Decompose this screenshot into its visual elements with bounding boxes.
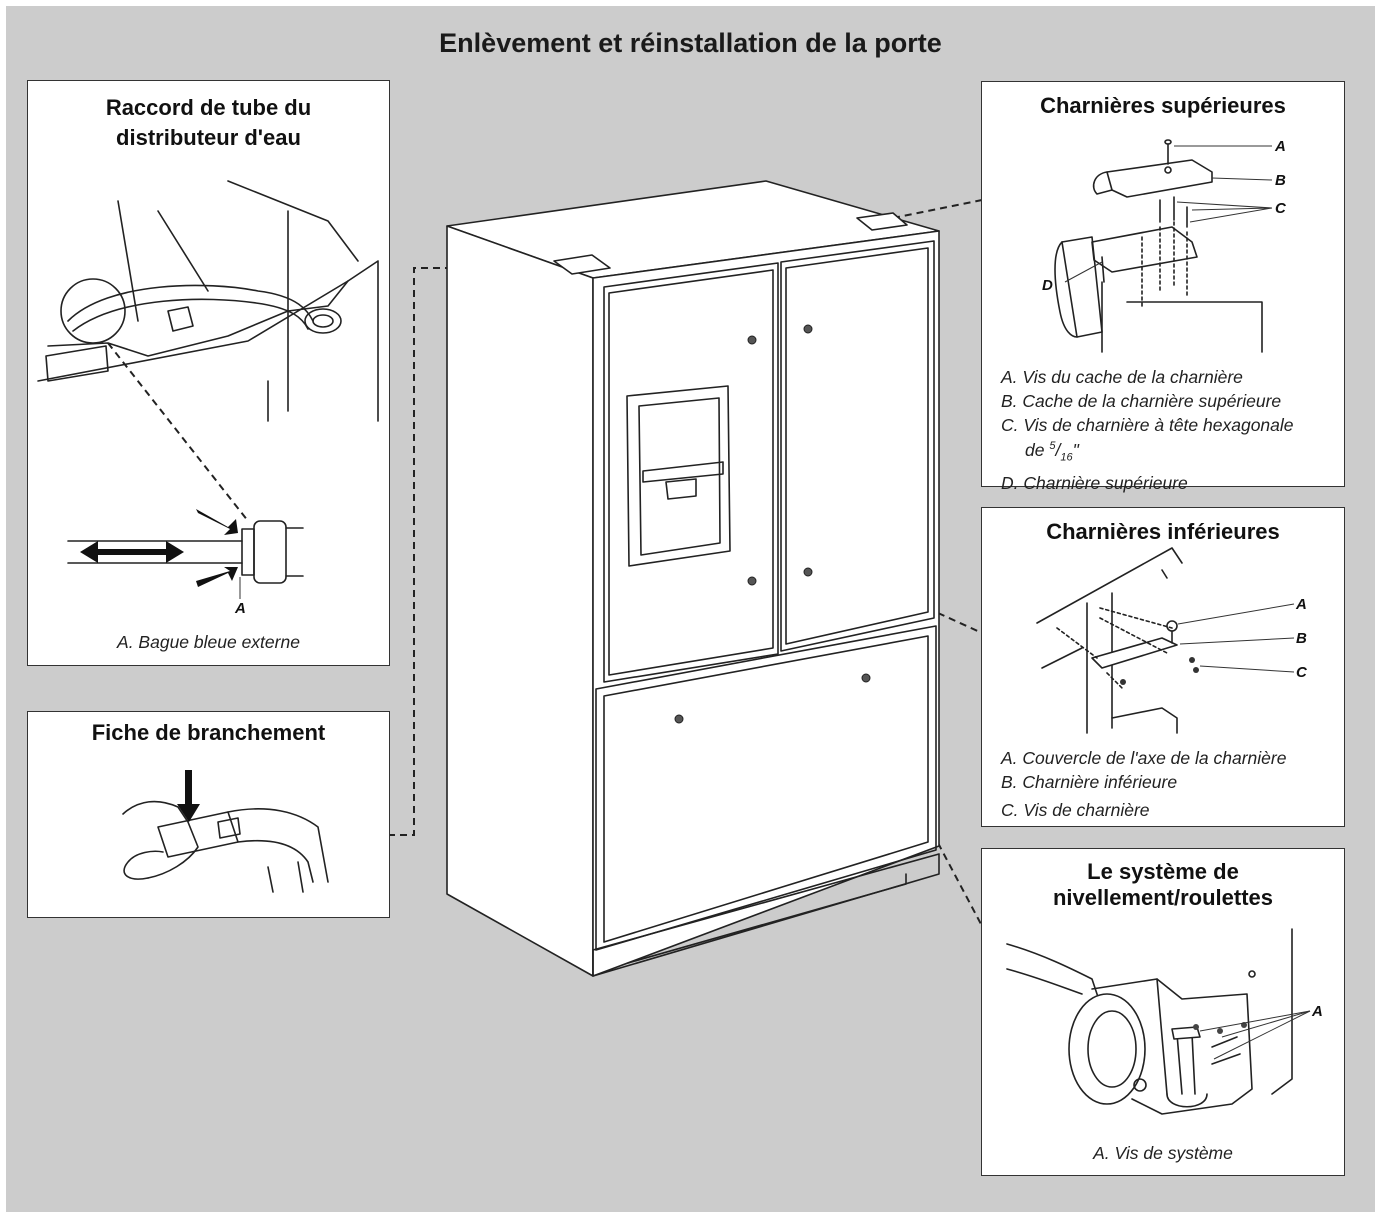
- leveling-illustration: A: [1006, 928, 1323, 1115]
- adjust-screws: [1193, 1022, 1247, 1034]
- plug-illustration: [122, 770, 329, 893]
- panel-leveling-title-2: nivellement/roulettes: [1052, 885, 1274, 910]
- legend-item-a: A. Vis du cache de la charnière: [1001, 367, 1243, 387]
- legend-item-b: B. Cache de la charnière supérieure: [1001, 391, 1282, 411]
- panel-water-tube-title: Raccord de tube du distributeur d'eau: [105, 95, 312, 150]
- water-tube-caption: A. Bague bleue externe: [117, 632, 300, 652]
- label-a: A: [1295, 596, 1307, 613]
- top-hinges-legend: A. Vis du cache de la charnière B. Cache…: [1001, 365, 1294, 495]
- label-c: C: [1296, 664, 1308, 681]
- label-a: A: [234, 600, 246, 617]
- zoom-leader: [107, 342, 249, 522]
- label-d: D: [1042, 277, 1053, 294]
- legend-c-prefix: de: [1025, 439, 1050, 460]
- bottom-hinge-illustration: A B C: [1036, 547, 1308, 734]
- panel-leveling-title-1: Le système de: [1087, 859, 1239, 884]
- door-screws: [674, 324, 871, 724]
- label-c: C: [1275, 200, 1287, 217]
- panel-top-hinges: Charnières supérieures: [981, 81, 1345, 493]
- panel-top-hinges-title: Charnières supérieures: [1040, 93, 1286, 118]
- label-a: A: [1311, 1003, 1323, 1020]
- panel-leveling: Le système de nivellement/roulettes: [981, 848, 1345, 1176]
- panel-plug-title: Fiche de branchement: [91, 720, 326, 745]
- legend-item-a: A. Couvercle de l'axe de la charnière: [1001, 748, 1287, 768]
- legend-item-c: C. Vis de charnière à tête hexagonale: [1001, 415, 1294, 435]
- legend-item-c: C. Vis de charnière: [1001, 800, 1150, 820]
- bottom-hinges-legend: A. Couvercle de l'axe de la charnière B.…: [1001, 746, 1286, 822]
- push-arrow-icon: [196, 509, 238, 587]
- top-hinge-illustration: A B C D: [1042, 138, 1287, 353]
- leveling-caption: A. Vis de système: [1093, 1143, 1233, 1163]
- double-arrow-icon: [80, 541, 184, 563]
- label-a: A: [1274, 138, 1286, 155]
- connector-bottom-hinge: [937, 612, 983, 634]
- page-title: Enlèvement et réinstallation de la porte: [439, 28, 942, 58]
- legend-item-d: D. Charnière supérieure: [1001, 473, 1188, 494]
- label-b: B: [1296, 630, 1307, 647]
- panel-bottom-hinges: Charnières inférieures: [981, 507, 1345, 827]
- tube-connector: [67, 520, 304, 584]
- refrigerator-illustration: [388, 180, 983, 977]
- water-tube-illustration: A: [37, 180, 379, 617]
- label-b: B: [1275, 172, 1286, 189]
- diagram-canvas: Enlèvement et réinstallation de la porte: [6, 6, 1375, 1212]
- legend-c-den: 16: [1060, 451, 1073, 464]
- legend-c-suffix: ": [1072, 439, 1079, 460]
- legend-item-c-cont: de 5/16": [1025, 439, 1079, 464]
- legend-c-num: 5: [1049, 440, 1056, 452]
- panel-bottom-hinges-title: Charnières inférieures: [1046, 519, 1280, 544]
- panel-water-tube: Raccord de tube du distributeur d'eau: [27, 80, 390, 666]
- connector-leveling: [937, 842, 983, 927]
- panel-plug: Fiche de branchement: [27, 711, 390, 918]
- connector-top-hinge: [892, 199, 983, 219]
- connector-plug: [388, 267, 566, 836]
- legend-item-b: B. Charnière inférieure: [1001, 772, 1178, 792]
- down-arrow-icon: [177, 770, 200, 822]
- refrigerator: [446, 180, 940, 977]
